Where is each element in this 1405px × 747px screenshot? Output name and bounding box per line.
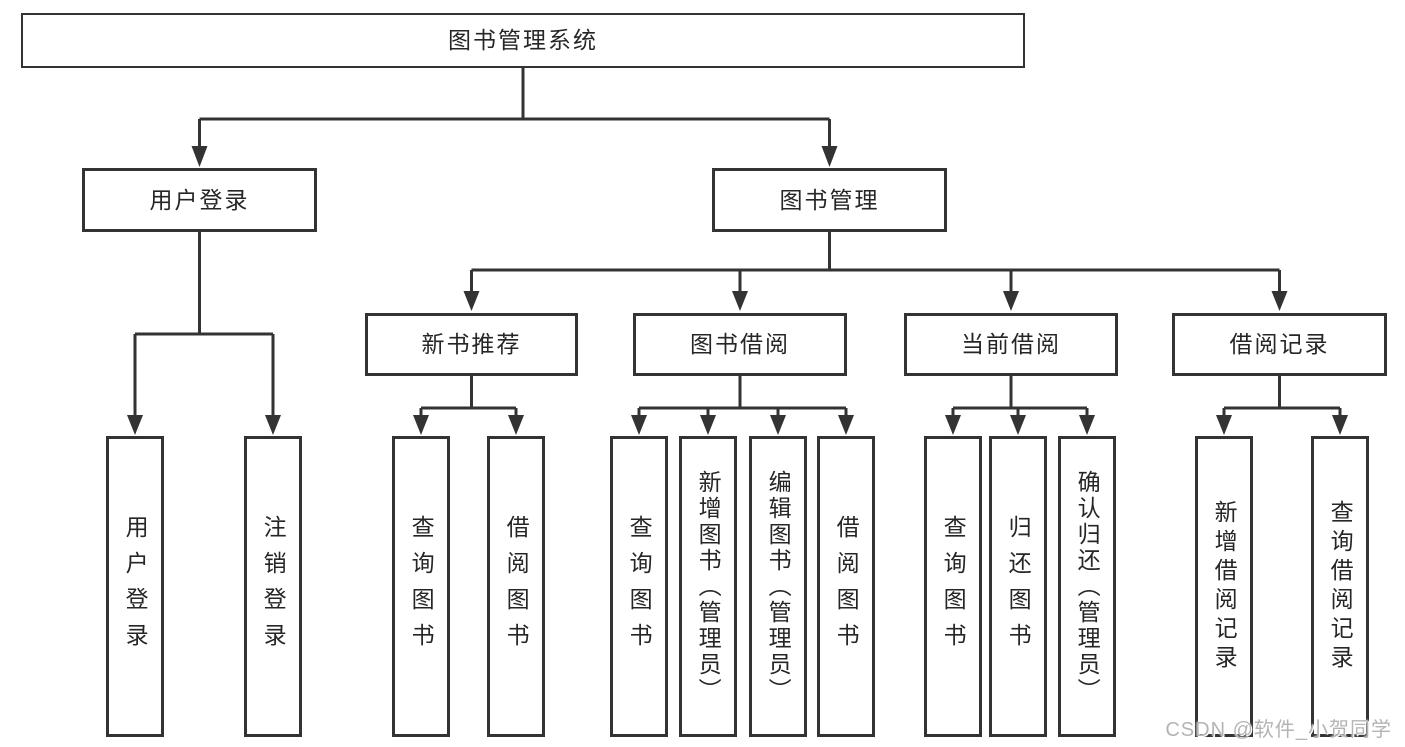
leaf-logout: 注销登录: [244, 436, 302, 737]
node-root: 图书管理系统: [21, 13, 1025, 68]
leaf-label: 新增借阅记录: [1211, 499, 1238, 674]
leaf-query-books-current: 查询图书: [924, 436, 982, 737]
arrowhead: [821, 146, 838, 167]
leaf-label: 注销登录: [260, 514, 287, 659]
leaf-label: 查询图书: [626, 514, 653, 659]
arrowhead: [732, 291, 748, 311]
node-label: 借阅记录: [1229, 331, 1330, 357]
leaf-label: 查询借阅记录: [1327, 499, 1354, 674]
arrowhead: [770, 415, 786, 435]
connector-new-book-recommend-to-leaves: [413, 376, 524, 435]
arrowhead: [631, 415, 647, 435]
leaf-label: 用户登录: [122, 514, 149, 659]
leaf-borrow-books-recommend: 借阅图书: [487, 436, 545, 737]
node-new-book-recommend: 新书推荐: [365, 313, 578, 376]
arrowhead: [265, 415, 281, 435]
arrowhead: [1332, 415, 1348, 435]
leaf-label: 确认归还（管理员）: [1074, 469, 1101, 704]
connector-root-to-level2: [191, 68, 838, 167]
arrowhead: [945, 415, 961, 435]
arrowhead: [191, 146, 208, 167]
leaf-label: 编辑图书（管理员）: [765, 469, 792, 704]
leaf-label: 新增图书（管理员）: [695, 469, 722, 704]
connector-borrow-records-to-leaves: [1216, 376, 1348, 435]
leaf-label: 查询图书: [940, 514, 967, 659]
leaf-query-books-borrow: 查询图书: [610, 436, 668, 737]
node-label: 图书管理系统: [448, 27, 598, 53]
connector-book-borrow-to-leaves: [631, 376, 854, 435]
leaf-edit-book-admin: 编辑图书（管理员）: [749, 436, 807, 737]
arrowhead: [1079, 415, 1095, 435]
arrowhead: [1216, 415, 1232, 435]
node-borrow-records: 借阅记录: [1172, 313, 1387, 376]
leaf-label: 借阅图书: [833, 514, 860, 659]
leaf-label: 查询图书: [408, 514, 435, 659]
arrowhead: [508, 415, 524, 435]
leaf-label: 借阅图书: [503, 514, 530, 659]
arrowhead: [413, 415, 429, 435]
connector-current-borrow-to-leaves: [945, 376, 1095, 435]
leaf-add-borrow-record: 新增借阅记录: [1195, 436, 1253, 737]
leaf-query-borrow-record: 查询借阅记录: [1311, 436, 1369, 737]
arrowhead: [1010, 415, 1026, 435]
leaf-confirm-return-admin: 确认归还（管理员）: [1058, 436, 1116, 737]
arrowhead: [127, 415, 143, 435]
connector-book-management-to-level3: [463, 232, 1288, 311]
arrowhead: [1003, 291, 1019, 311]
leaf-user-login: 用户登录: [106, 436, 164, 737]
leaf-borrow-books: 借阅图书: [817, 436, 875, 737]
connector-user-login-to-leaves: [127, 231, 281, 435]
node-user-login: 用户登录: [82, 168, 317, 232]
node-current-borrow: 当前借阅: [904, 313, 1118, 376]
arrowhead: [1271, 291, 1288, 311]
node-label: 图书管理: [779, 186, 880, 213]
arrowhead: [838, 415, 854, 435]
leaf-add-book-admin: 新增图书（管理员）: [679, 436, 737, 737]
csdn-watermark: CSDN @软件_小贺同学: [1165, 719, 1392, 741]
node-book-borrow: 图书借阅: [633, 313, 847, 376]
leaf-label: 归还图书: [1005, 514, 1032, 659]
arrowhead: [463, 291, 480, 311]
node-book-management: 图书管理: [712, 168, 947, 232]
node-label: 当前借阅: [961, 331, 1061, 357]
node-label: 图书借阅: [690, 331, 790, 357]
leaf-query-books-recommend: 查询图书: [392, 436, 450, 737]
node-label: 新书推荐: [421, 331, 522, 357]
arrowhead: [700, 415, 716, 435]
leaf-return-books: 归还图书: [989, 436, 1047, 737]
node-label: 用户登录: [149, 186, 250, 213]
